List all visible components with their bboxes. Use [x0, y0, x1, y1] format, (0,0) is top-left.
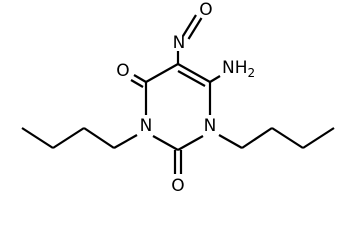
bond-c5-c6-a: [177, 63, 211, 83]
bond-c6-amino: [209, 75, 221, 83]
bond-butyl-right-3: [271, 127, 304, 149]
bond-butyl-left-4: [21, 127, 54, 149]
bonds: [21, 14, 335, 174]
bond-butyl-left-2: [83, 127, 115, 149]
atom-nitroso-nitrogen: N: [173, 33, 186, 53]
amino-label: NH: [222, 58, 248, 78]
bond-nitroso-n-o-a: [182, 14, 197, 37]
bond-butyl-left-3: [52, 127, 85, 149]
bond-n1-c2: [177, 135, 204, 151]
bond-c4-o-a: [133, 74, 147, 83]
atom-carbonyl-oxygen-left: O: [116, 61, 129, 81]
atom-amino-group: NH2: [222, 58, 255, 80]
bond-c5-c4: [145, 63, 179, 83]
atom-labels: O N NH2 O N N O: [116, 0, 255, 196]
bond-nitroso-n-o-b: [187, 17, 203, 40]
chemical-structure: O N NH2 O N N O: [21, 0, 335, 196]
amino-subscript: 2: [248, 66, 256, 80]
bond-c5-c6-b: [177, 70, 206, 87]
bond-n3-c2: [152, 135, 179, 151]
bond-butyl-right-2: [241, 127, 273, 149]
atom-carbonyl-oxygen-bottom: O: [171, 176, 184, 196]
bond-c4-o-b: [130, 79, 144, 88]
bond-n1-butyl-1: [218, 134, 243, 149]
atom-nitroso-oxygen: O: [199, 0, 212, 20]
bond-butyl-right-4: [302, 127, 335, 149]
bond-n3-butyl-1: [113, 134, 138, 149]
atom-ring-nitrogen-3: N: [140, 116, 153, 136]
atom-ring-nitrogen-1: N: [204, 116, 217, 136]
